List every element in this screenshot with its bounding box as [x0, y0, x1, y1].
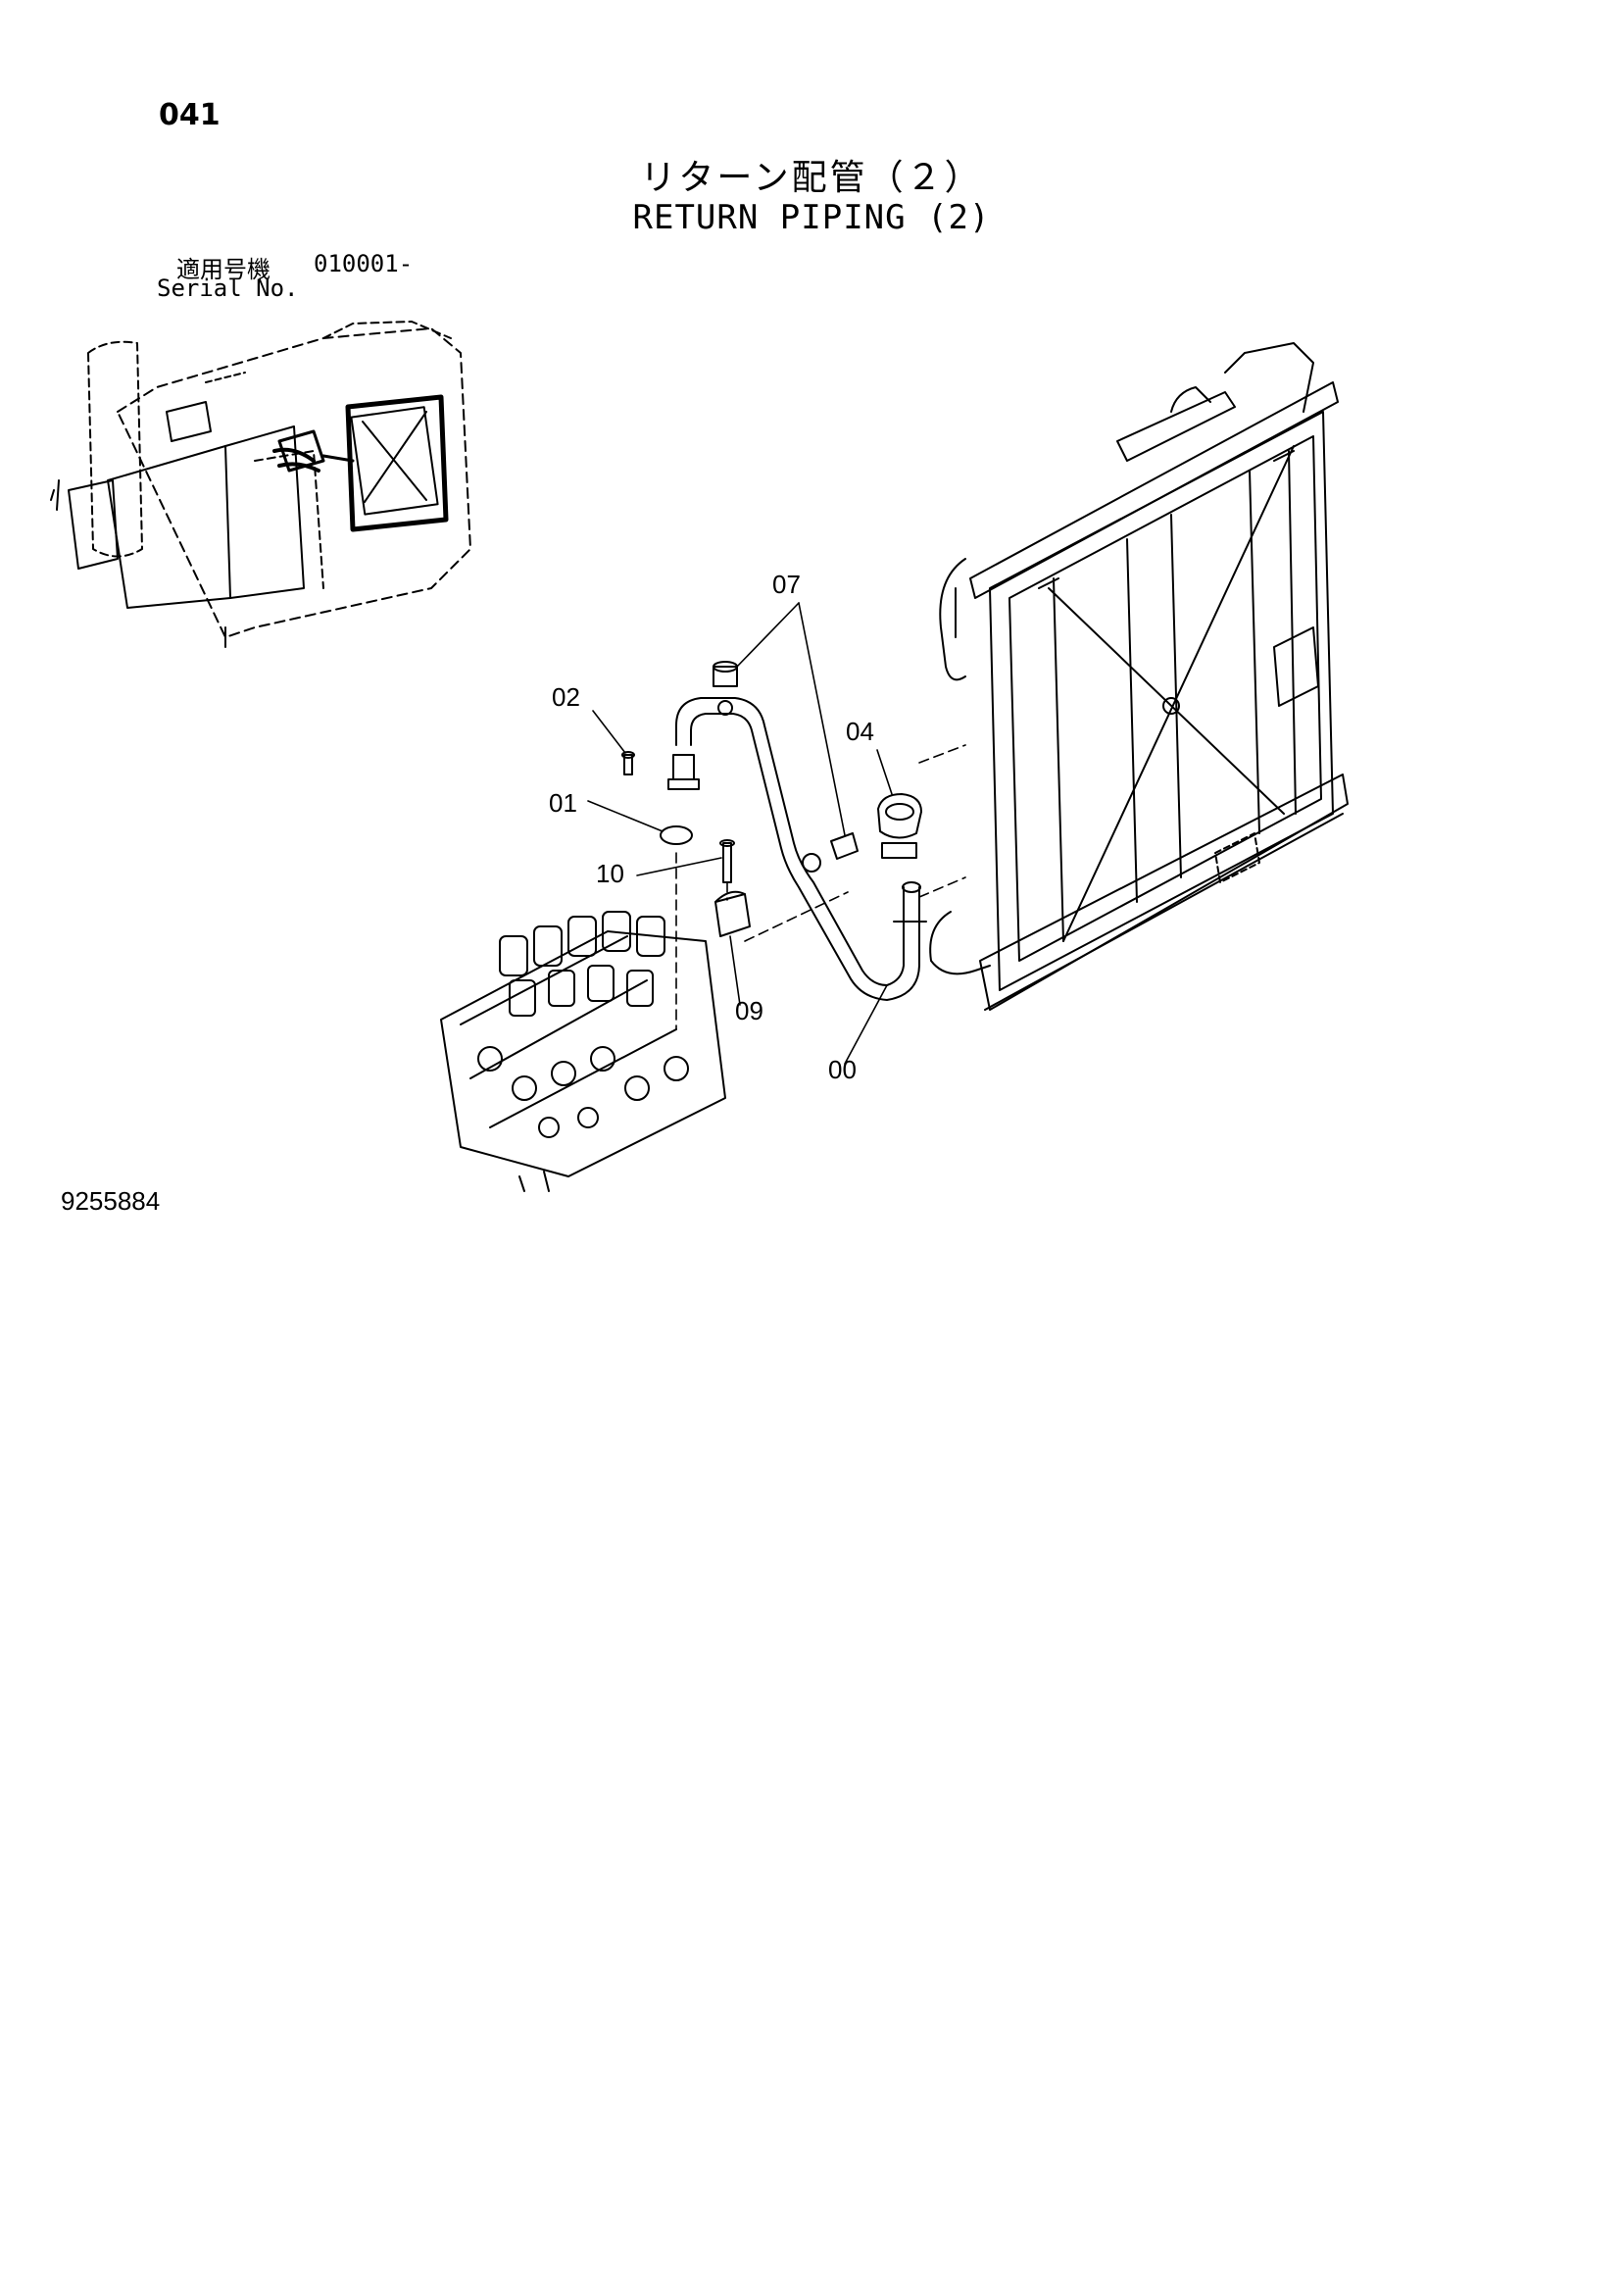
clamp-illustration	[877, 793, 922, 859]
serial-value: 010001-	[314, 250, 414, 277]
page-code: 041	[159, 98, 221, 132]
callout-10: 10	[596, 859, 624, 888]
drawing-number: 9255884	[61, 1186, 161, 1216]
title-english: RETURN PIPING (2)	[632, 198, 991, 237]
callout-00: 00	[828, 1055, 857, 1084]
callout-02: 02	[552, 682, 580, 712]
assembly-lines	[675, 744, 966, 1030]
callout-04: 04	[846, 717, 874, 746]
radiator-assembly-illustration	[929, 342, 1349, 1011]
leader-lines	[587, 602, 893, 1065]
return-pipe-illustration	[667, 697, 927, 1001]
clamp-09-illustration	[714, 890, 751, 937]
title-japanese: リターン配管（２）	[640, 158, 983, 198]
serial-label-english: Serial No.	[157, 275, 299, 302]
serial-label-japanese: 適用号機	[176, 256, 270, 283]
plug-illustration	[713, 661, 859, 860]
callout-09: 09	[735, 996, 763, 1025]
callout-01: 01	[549, 788, 577, 818]
bolt-illustration	[621, 751, 635, 775]
excavator-overview-illustration	[50, 321, 471, 648]
control-valve-illustration	[440, 911, 726, 1192]
bolt-10-illustration	[719, 839, 735, 883]
o-ring-illustration	[660, 825, 693, 845]
callout-07: 07	[772, 570, 801, 599]
